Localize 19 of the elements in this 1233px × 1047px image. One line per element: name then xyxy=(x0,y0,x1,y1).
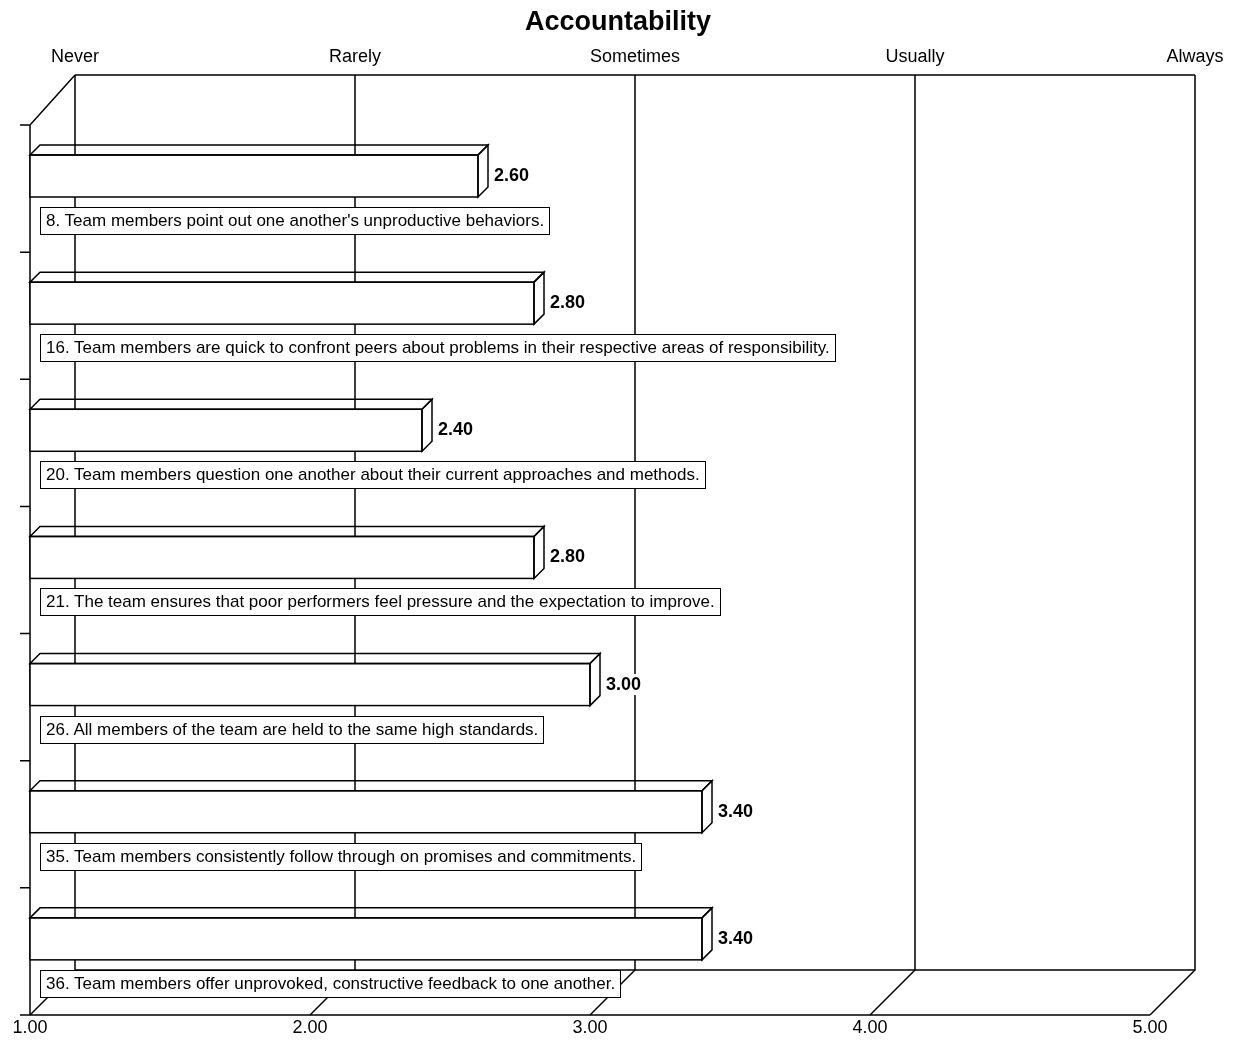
category-label: 21. The team ensures that poor performers feel pressure and the expectation to improve. xyxy=(40,588,721,617)
chart-title: Accountability xyxy=(525,6,712,37)
category-label: 35. Team members consistently follow through on promises and commitments. xyxy=(40,842,643,871)
category-label: 36. Team members offer unprovoked, constructive feedback to one another. xyxy=(40,969,622,998)
tick-label: 5.00 xyxy=(1132,1017,1168,1038)
value-label: 3.00 xyxy=(604,673,644,695)
axis-label: Rarely xyxy=(329,46,381,67)
tick-label: 4.00 xyxy=(852,1017,888,1038)
category-label: 20. Team members question one another about their current approaches and methods. xyxy=(40,461,706,490)
axis-label: Never xyxy=(51,46,99,67)
category-label: 16. Team members are quick to confront peers about problems in their respective areas of responsibility. xyxy=(40,334,836,363)
axis-label: Sometimes xyxy=(590,46,681,67)
tick-label: 1.00 xyxy=(12,1017,48,1038)
axis-label: Usually xyxy=(885,46,945,67)
tick-label: 2.00 xyxy=(292,1017,328,1038)
tick-label: 3.00 xyxy=(572,1017,608,1038)
category-label: 26. All members of the team are held to the same high standards. xyxy=(40,715,545,744)
category-label: 8. Team members point out one another's unproductive behaviors. xyxy=(40,207,551,235)
axis-label: Always xyxy=(1166,46,1224,67)
